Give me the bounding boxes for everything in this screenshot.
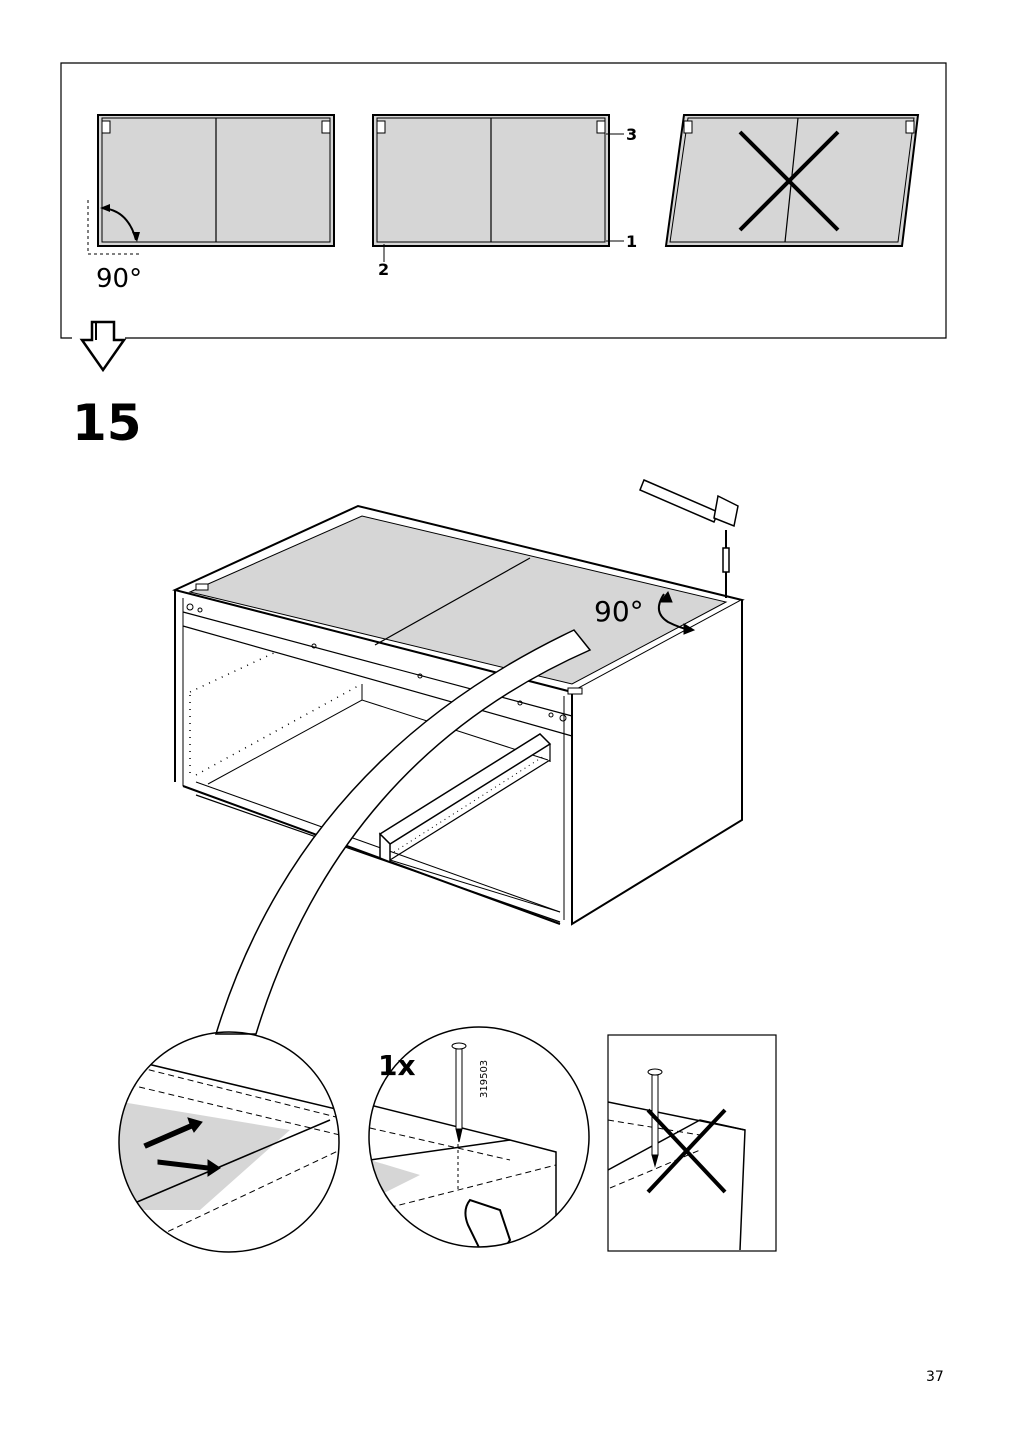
down-arrow-icon: [79, 320, 127, 373]
check-frame: [60, 62, 947, 339]
page-number: 37: [926, 1369, 944, 1385]
callout-3: 3: [626, 125, 638, 144]
detail-circle-nail: [368, 1026, 590, 1248]
cabinet-angle-label: 90°: [594, 595, 644, 628]
detail-circle-slide: [118, 1031, 340, 1253]
callout-1: 1: [626, 232, 638, 251]
hammer-icon: [639, 479, 739, 598]
cabinet-illustration: [172, 504, 745, 926]
panel-angle-label: 90°: [96, 264, 143, 294]
detail-incorrect: [607, 1034, 777, 1252]
step-number: 15: [72, 394, 142, 452]
detail-callout-leader: [214, 629, 592, 1035]
frame-incorrect: [664, 114, 920, 247]
frame-correct-left: [87, 114, 335, 255]
nail-icon: [451, 1042, 467, 1143]
frame-correct-middle: [372, 114, 624, 262]
callout-2: 2: [378, 260, 390, 279]
nail-part-number: 319503: [479, 1059, 490, 1098]
quantity-label: 1x: [378, 1049, 416, 1082]
